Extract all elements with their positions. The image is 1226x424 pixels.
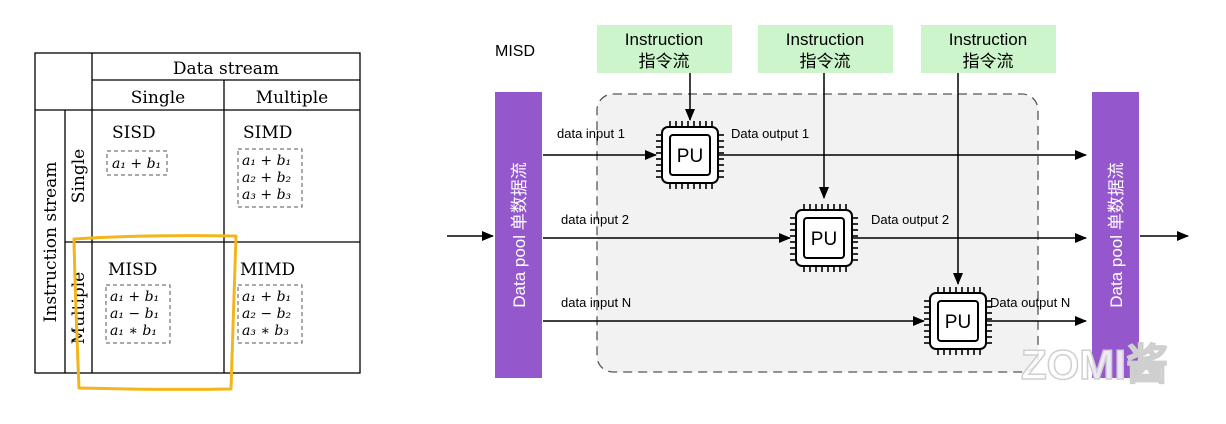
data-pool-left-label: Data pool 单数据流 bbox=[510, 162, 529, 308]
pu-label: PU bbox=[945, 312, 971, 333]
simd-op-2: a₂ + b₂ bbox=[242, 170, 292, 186]
data-stream-header: Data stream bbox=[173, 59, 279, 79]
instruction-box-2: Instruction 指令流 bbox=[758, 25, 893, 73]
misd-cell-label: MISD bbox=[108, 260, 157, 280]
instruction-label-cn: 指令流 bbox=[800, 52, 851, 71]
watermark: ZOMI酱 bbox=[1021, 341, 1168, 388]
mimd-op-1: a₁ + b₁ bbox=[242, 289, 291, 305]
instruction-box-1: Instruction 指令流 bbox=[597, 25, 732, 73]
data-output-label-2: Data output 2 bbox=[871, 212, 949, 227]
simd-label: SIMD bbox=[243, 123, 292, 143]
data-pool-left: Data pool 单数据流 bbox=[495, 92, 542, 378]
sisd-op-box bbox=[106, 150, 168, 176]
mimd-op-2: a₂ − b₂ bbox=[242, 306, 292, 322]
row-header-single: Single bbox=[69, 149, 89, 203]
col-header-multiple: Multiple bbox=[256, 88, 328, 108]
misd-op-3: a₁ ∗ b₁ bbox=[110, 323, 157, 339]
data-output-label-3: Data output N bbox=[990, 295, 1070, 310]
col-header-single: Single bbox=[131, 88, 185, 108]
pu-chip-1: PU bbox=[655, 120, 725, 190]
simd-op-3: a₃ + b₃ bbox=[242, 187, 292, 203]
data-pool-right-label: Data pool 单数据流 bbox=[1107, 162, 1126, 308]
mimd-op-3: a₃ ∗ b₃ bbox=[242, 323, 289, 339]
simd-op-1: a₁ + b₁ bbox=[242, 153, 291, 169]
instruction-stream-header: Instruction stream bbox=[41, 162, 61, 323]
sisd-op-1: a₁ + b₁ bbox=[112, 156, 161, 172]
instruction-label-cn: 指令流 bbox=[639, 52, 690, 71]
instruction-label-en: Instruction bbox=[786, 30, 864, 49]
data-input-label-2: data input 2 bbox=[561, 212, 629, 227]
data-output-label-1: Data output 1 bbox=[731, 126, 809, 141]
pu-label: PU bbox=[811, 229, 837, 250]
taxonomy-table: Data stream Single Multiple Instruction … bbox=[34, 52, 361, 374]
instruction-box-3: Instruction 指令流 bbox=[921, 25, 1056, 73]
misd-diagram: MISD Instruction 指令流 Instruction 指令流 Ins… bbox=[447, 25, 1189, 389]
sisd-label: SISD bbox=[112, 123, 156, 143]
simd-op-box bbox=[237, 148, 303, 208]
mimd-op-box bbox=[237, 284, 303, 344]
data-input-label-3: data input N bbox=[561, 295, 631, 310]
table-border bbox=[34, 52, 361, 374]
misd-op-2: a₁ − b₁ bbox=[110, 306, 159, 322]
data-input-label-1: data input 1 bbox=[557, 126, 625, 141]
pu-chip-3: PU bbox=[923, 286, 993, 356]
instruction-label-cn: 指令流 bbox=[963, 52, 1014, 71]
pu-label: PU bbox=[677, 146, 703, 167]
misd-op-1: a₁ + b₁ bbox=[110, 289, 159, 305]
instruction-label-en: Instruction bbox=[949, 30, 1027, 49]
mimd-label: MIMD bbox=[240, 260, 295, 280]
pu-chip-2: PU bbox=[789, 203, 859, 273]
misd-diagram-title: MISD bbox=[495, 43, 535, 60]
data-pool-right: Data pool 单数据流 bbox=[1092, 92, 1139, 378]
row-header-multiple: Multiple bbox=[69, 272, 89, 344]
misd-highlight-outline bbox=[72, 234, 238, 391]
misd-op-box bbox=[105, 284, 171, 344]
instruction-label-en: Instruction bbox=[625, 30, 703, 49]
